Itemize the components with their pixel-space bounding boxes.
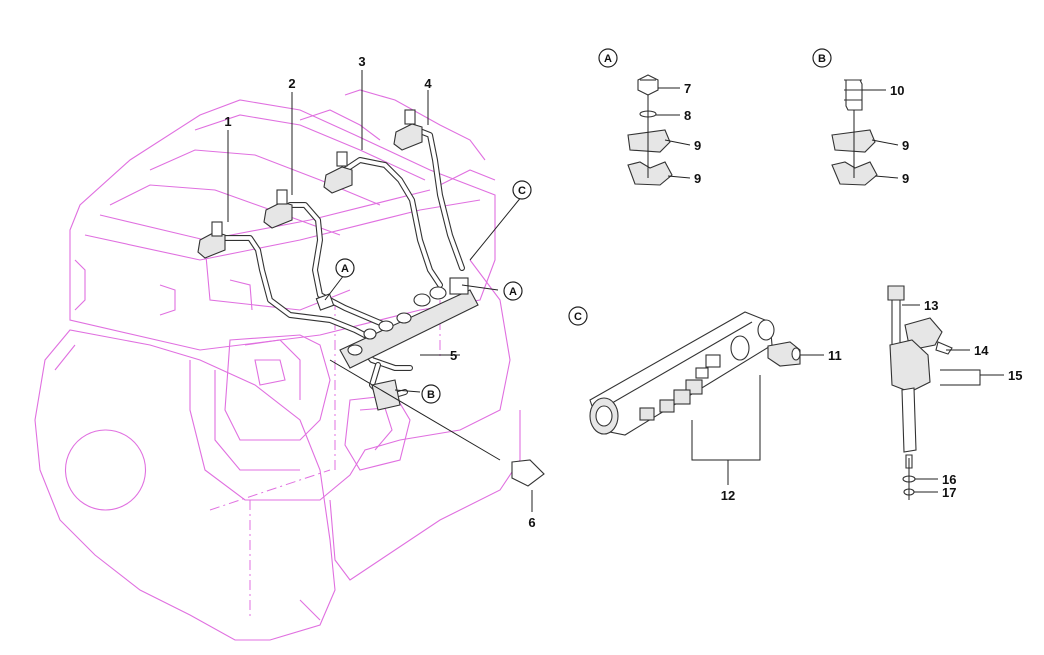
detail-label-a-engine-left: A	[335, 258, 355, 278]
injector-detail	[887, 285, 953, 500]
injector-4	[393, 109, 423, 151]
callout-9d: 9	[902, 171, 909, 186]
callout-9b: 9	[694, 171, 701, 186]
callout-15: 15	[1008, 368, 1022, 383]
injector-3	[323, 151, 353, 194]
detail-label-a-top: A	[598, 48, 618, 68]
callout-12: 12	[721, 488, 735, 503]
callout-7: 7	[684, 81, 691, 96]
callout-13: 13	[924, 298, 938, 313]
callout-6: 6	[528, 515, 535, 530]
detail-label-a-engine-right: A	[503, 281, 523, 301]
callout-4: 4	[424, 76, 432, 91]
callout-5: 5	[450, 348, 457, 363]
detail-label-b-top: B	[812, 48, 832, 68]
leader-lines	[227, 70, 1004, 512]
svg-text:A: A	[509, 286, 517, 298]
injector-pipes	[222, 125, 465, 401]
callout-8: 8	[684, 108, 691, 123]
detail-b-clamp	[831, 79, 878, 186]
svg-text:C: C	[518, 185, 526, 197]
svg-text:B: B	[427, 389, 435, 401]
callout-16: 16	[942, 472, 956, 487]
callout-9c: 9	[902, 138, 909, 153]
injector-2	[263, 189, 293, 229]
callout-3: 3	[358, 54, 365, 69]
callout-1: 1	[224, 114, 231, 129]
svg-text:A: A	[604, 53, 612, 65]
detail-label-c-engine: C	[512, 180, 532, 200]
callout-17: 17	[942, 485, 956, 500]
engine-block-outline	[34, 89, 521, 641]
callout-14: 14	[974, 343, 989, 358]
detail-label-c-side: C	[568, 306, 588, 326]
bolt-6	[329, 359, 545, 487]
detail-c-rail	[589, 311, 801, 485]
svg-text:B: B	[818, 53, 826, 65]
rail-on-engine	[315, 277, 479, 411]
svg-text:C: C	[574, 311, 582, 323]
callout-10: 10	[890, 83, 904, 98]
callout-9a: 9	[694, 138, 701, 153]
callout-2: 2	[288, 76, 295, 91]
detail-a-clamp	[627, 74, 673, 186]
detail-label-b-engine: B	[421, 384, 441, 404]
callout-11: 11	[828, 348, 842, 363]
svg-text:A: A	[341, 263, 349, 275]
injector-1	[197, 221, 226, 259]
